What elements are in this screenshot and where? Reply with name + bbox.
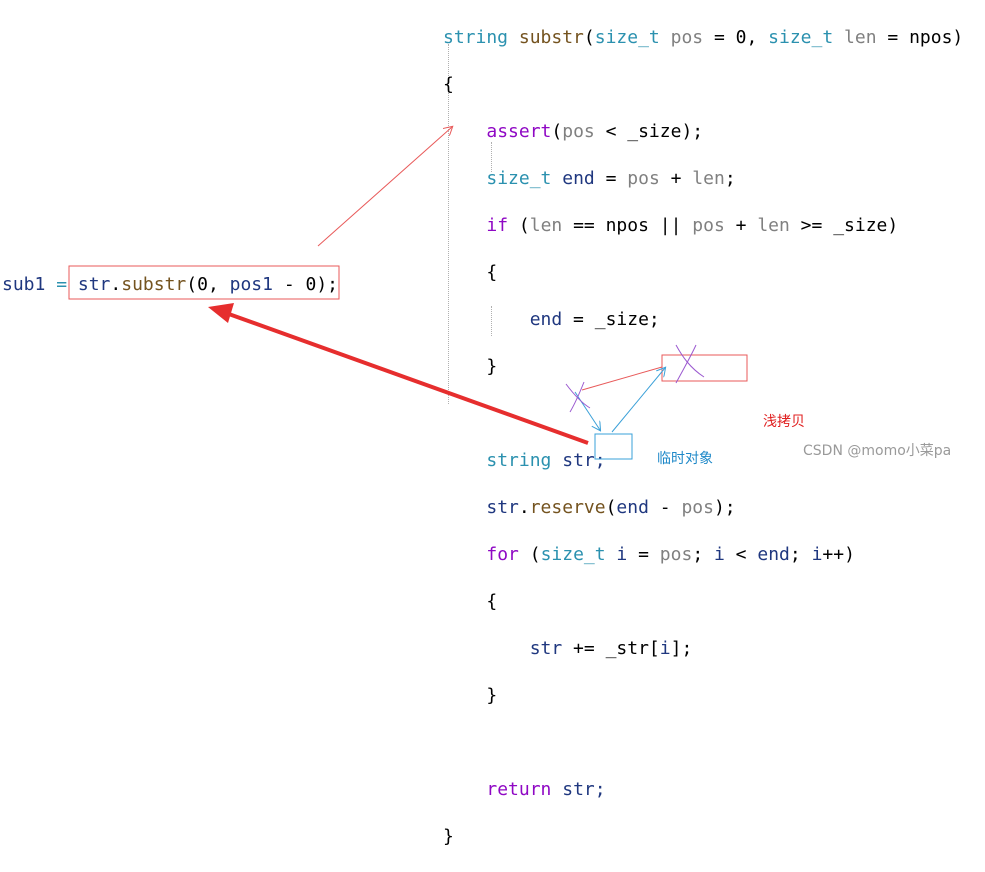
code-line-open-brace: { bbox=[443, 73, 454, 95]
code-line-for: for (size_t i = pos; i < end; i++) bbox=[486, 543, 855, 565]
code-line-blank bbox=[443, 731, 963, 755]
cross-mark-icon bbox=[675, 344, 697, 384]
code-line-end-decl: size_t end = pos + len; bbox=[486, 167, 736, 189]
indent-guide bbox=[491, 306, 492, 336]
cross-mark-icon bbox=[675, 344, 705, 378]
str-to-temp-arrow bbox=[574, 391, 600, 430]
code-line-inner-open: { bbox=[486, 261, 498, 283]
str-to-shallow-copy-line bbox=[581, 366, 663, 391]
code-line-loop-open: { bbox=[486, 590, 498, 612]
scribble-mark-icon bbox=[569, 381, 585, 413]
code-line-loop-close: } bbox=[486, 684, 498, 706]
code-line-inner-close: } bbox=[486, 355, 498, 377]
call-highlight-box bbox=[68, 265, 340, 300]
call-site-code: sub1 = str.substr(0, pos1 - 0); bbox=[2, 274, 339, 295]
code-line-loop-body: str += _str[i]; bbox=[529, 637, 693, 659]
indent-guide bbox=[448, 44, 449, 404]
shallow-copy-box bbox=[661, 354, 748, 382]
temp-object-label: 临时对象 bbox=[657, 451, 713, 467]
code-line-reserve: str.reserve(end - pos); bbox=[486, 496, 736, 518]
watermark: CSDN @momo小菜pa bbox=[803, 443, 952, 459]
code-line-assign-end: end = _size; bbox=[529, 308, 660, 330]
code-line-if: if (len == npos || pos + len >= _size) bbox=[486, 214, 899, 236]
return-value-arrow bbox=[225, 311, 589, 445]
temp-object-box bbox=[594, 433, 633, 460]
code-line-signature: string substr(size_t pos = 0, size_t len… bbox=[443, 26, 964, 48]
code-line-close-brace: } bbox=[443, 825, 454, 847]
temp-to-copy-arrow bbox=[611, 368, 665, 433]
annotation-overlay bbox=[68, 0, 748, 460]
return-arrow-head bbox=[208, 303, 234, 323]
shallow-copy-label: 浅拷贝 bbox=[763, 414, 805, 430]
call-to-function-arrow bbox=[317, 127, 452, 247]
code-line-assert: assert(pos < _size); bbox=[486, 120, 704, 142]
indent-guide bbox=[491, 142, 492, 172]
scribble-mark-icon bbox=[565, 383, 591, 409]
code-line-return: return str; bbox=[486, 778, 606, 800]
